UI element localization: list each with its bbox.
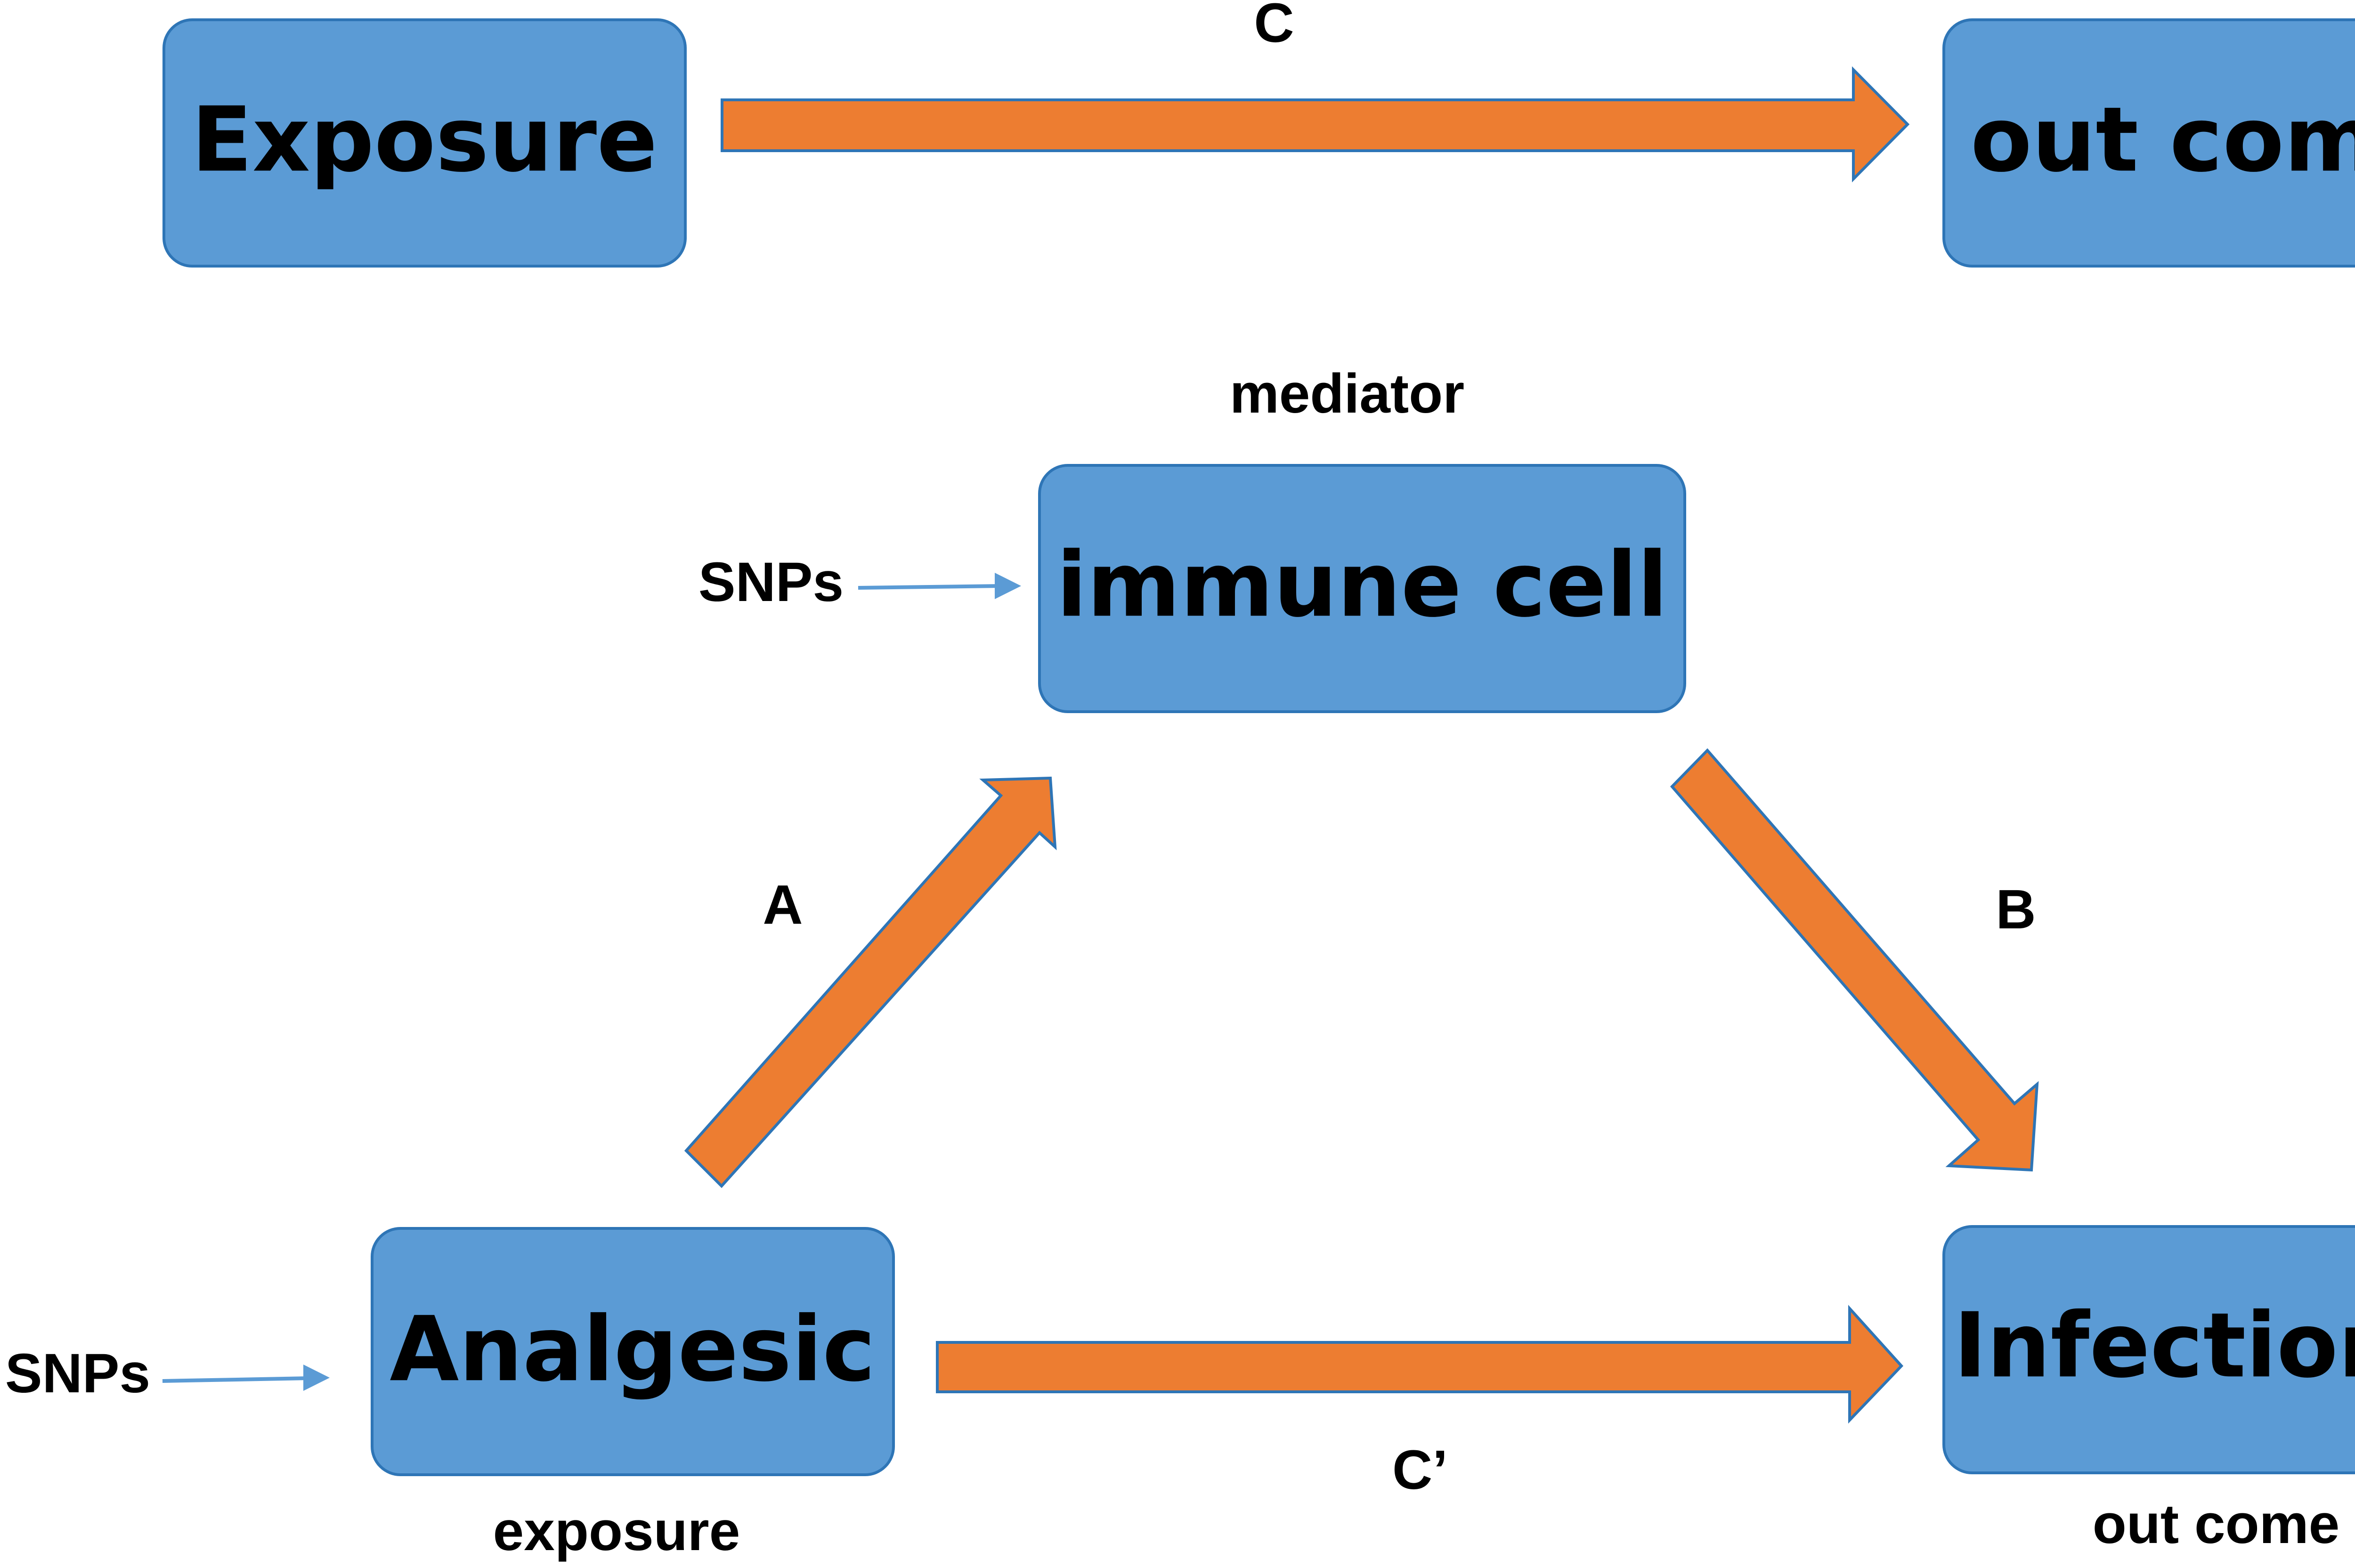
outcome-box-top	[1942, 18, 2355, 268]
path-c-prime-label: C’	[1392, 1439, 1448, 1501]
infections-box	[1942, 1225, 2355, 1474]
snps-exposure-arrow-head	[303, 1365, 330, 1391]
snps-exposure-arrow-line	[162, 1376, 309, 1383]
path-a-label: A	[763, 874, 803, 936]
outcome-caption: out come	[2093, 1493, 2340, 1555]
path-b-arrow	[1670, 748, 2039, 1172]
snps-mediator-arrow-line	[858, 584, 1001, 590]
path-c-label: C	[1254, 0, 1294, 54]
outcome-box-top-label: out come	[1971, 88, 2355, 192]
mediator-box	[1038, 464, 1686, 713]
infections-box-label: Infections	[1954, 1293, 2355, 1397]
mediator-box-label: immune cell	[1056, 533, 1668, 637]
path-c-arrow	[721, 66, 1910, 183]
path-a-arrow	[684, 776, 1057, 1188]
exposure-box-label: Exposure	[191, 88, 658, 192]
path-c-prime-arrow	[936, 1305, 1904, 1424]
snps-mediator-label: SNPs	[698, 551, 844, 613]
snps-exposure-label: SNPs	[5, 1342, 150, 1405]
mediator-caption: mediator	[1230, 363, 1464, 425]
exposure-caption: exposure	[493, 1500, 740, 1562]
exposure-box	[162, 18, 687, 268]
path-b-label: B	[1996, 878, 2036, 941]
analgesic-box-label: Analgesic	[390, 1297, 875, 1401]
snps-mediator-arrow-head	[995, 573, 1021, 599]
analgesic-box	[371, 1227, 895, 1476]
